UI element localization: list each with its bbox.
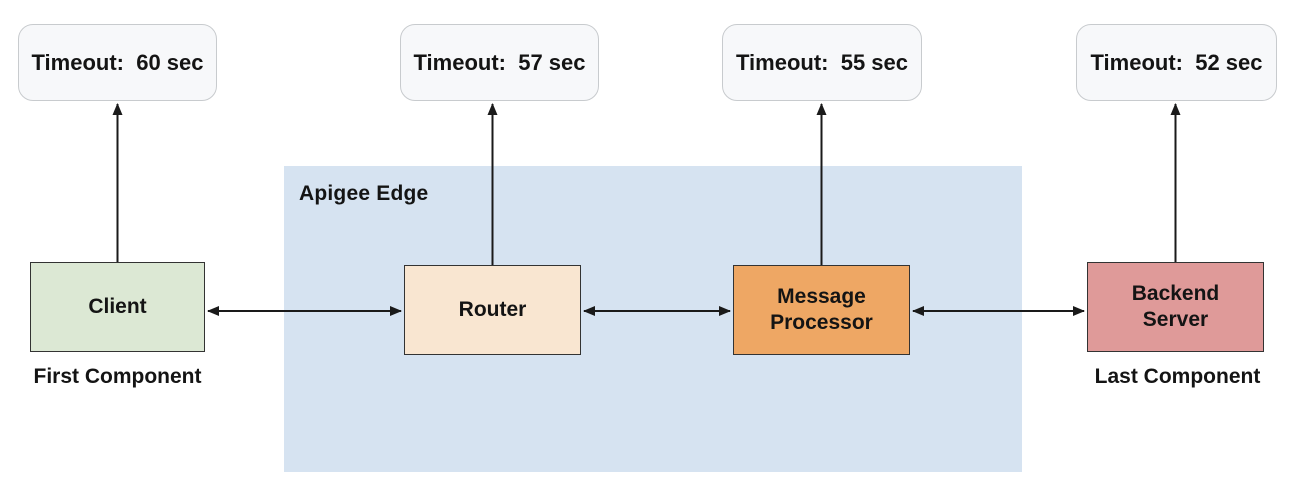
component-client: Client xyxy=(30,262,205,352)
component-router: Router xyxy=(404,265,581,355)
timeout-box-message-processor: Timeout: 55 sec xyxy=(722,24,922,101)
component-router-label: Router xyxy=(458,297,527,321)
apigee-edge-label: Apigee Edge xyxy=(299,182,429,205)
component-backend-server-label: Backend Server xyxy=(1131,281,1220,331)
timeout-box-client: Timeout: 60 sec xyxy=(18,24,217,101)
component-client-label: Client xyxy=(88,294,147,318)
timeout-label-router: Timeout: 57 sec xyxy=(413,49,586,75)
timeout-box-router: Timeout: 57 sec xyxy=(400,24,599,101)
timeout-label-client: Timeout: 60 sec xyxy=(31,49,204,75)
component-backend-server: Backend Server xyxy=(1087,262,1264,352)
timeout-label-message-processor: Timeout: 55 sec xyxy=(736,49,908,75)
timeout-label-backend-server: Timeout: 52 sec xyxy=(1090,49,1263,75)
component-message-processor-label: Message Processor xyxy=(770,284,873,334)
apigee-edge-region: Apigee Edge xyxy=(284,166,1022,472)
caption-first-component: First Component xyxy=(33,365,202,388)
caption-last-component: Last Component xyxy=(1094,365,1261,388)
timeout-box-backend-server: Timeout: 52 sec xyxy=(1076,24,1277,101)
component-message-processor: Message Processor xyxy=(733,265,910,355)
